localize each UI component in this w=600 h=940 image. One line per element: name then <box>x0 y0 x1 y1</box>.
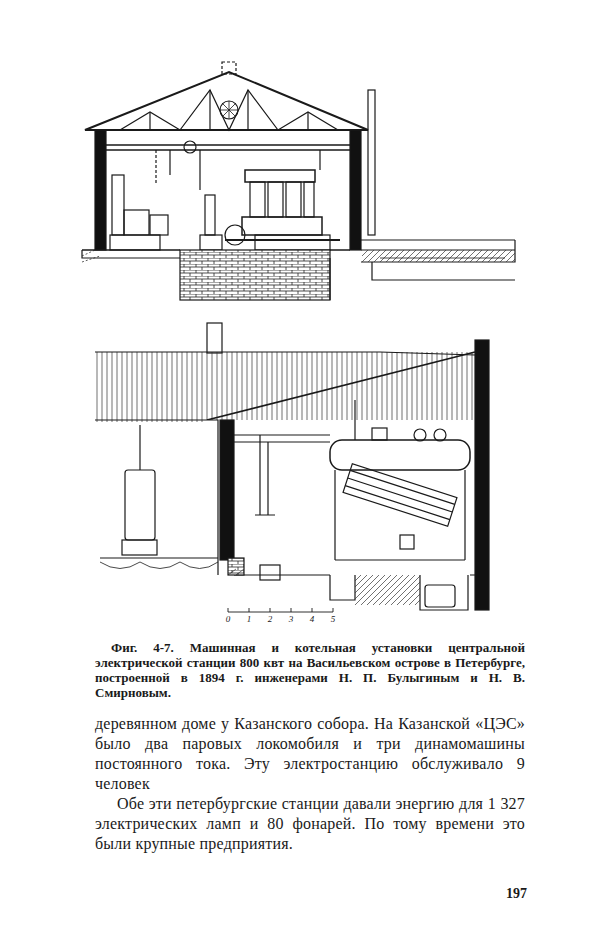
body-paragraph: Обе эти петербургские станции давали эне… <box>95 794 525 854</box>
scale-number: 1 <box>246 614 253 624</box>
scale-number: 5 <box>330 614 337 624</box>
page-number: 197 <box>506 886 527 902</box>
scale-number: 3 <box>288 614 295 624</box>
boiler-room-section <box>95 323 489 612</box>
scale-number: 2 <box>267 614 274 624</box>
figure-caption: Фиг. 4-7. Машинная и котельная установки… <box>95 640 525 700</box>
scale-number: 4 <box>309 614 316 624</box>
body-paragraph: деревянном доме у Казанского собора. На … <box>95 714 525 794</box>
scale-number: 0 <box>225 614 232 624</box>
engine-room-section <box>82 62 515 300</box>
